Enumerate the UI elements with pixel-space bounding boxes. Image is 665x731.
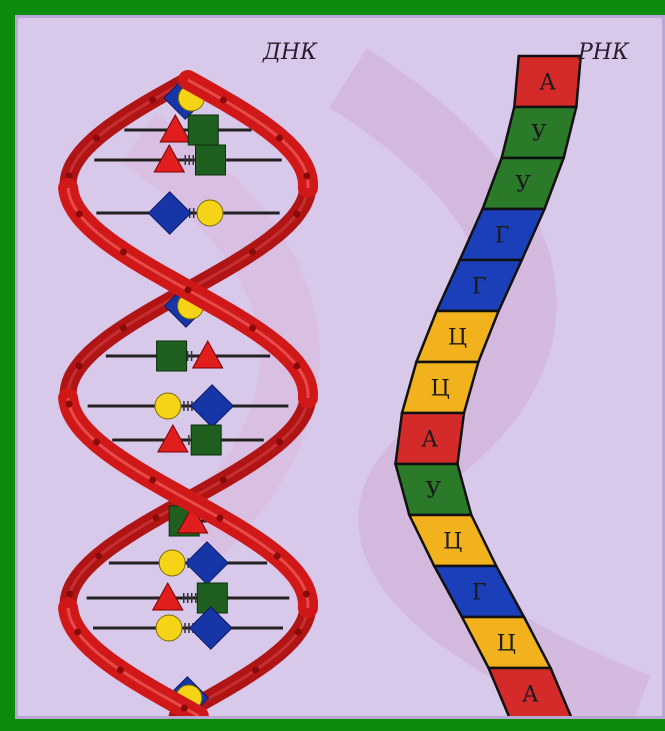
square-base-icon [157, 341, 187, 371]
strand-dot [66, 401, 73, 408]
strand-dot [274, 553, 281, 560]
strand-dot [76, 363, 83, 370]
rna-nucleotide-label: Ц [448, 326, 467, 351]
strand-dot [249, 249, 256, 256]
rna-nucleotide-label: У [531, 122, 547, 147]
rna-nucleotide: А [395, 413, 463, 464]
rna-nucleotide-label: Ц [497, 632, 516, 657]
rna-label: РНК [578, 40, 629, 65]
strand-dot [120, 249, 127, 256]
strand-dot [181, 705, 188, 712]
rna-nucleotide: А [514, 56, 580, 107]
strand-dot [66, 591, 73, 598]
square-base-icon [188, 115, 218, 145]
diamond-base-icon [191, 385, 233, 427]
rna-nucleotide-label: Г [495, 224, 510, 249]
strand-dot [293, 363, 300, 370]
rna-nucleotide-label: Г [472, 275, 487, 300]
dna-label: ДНК [263, 40, 317, 65]
strand-dot [295, 629, 302, 636]
circle-base-icon [155, 393, 181, 419]
square-base-icon [195, 145, 225, 175]
rna-nucleotide: У [395, 464, 471, 515]
dna-rna-diagram: А У У Г Г Ц Ц А У Ц Г Ц А [18, 18, 665, 719]
strand-dot [276, 439, 283, 446]
rna-nucleotide-label: А [522, 683, 539, 708]
rna-nucleotide-label: А [539, 71, 556, 96]
strand-dot [93, 135, 100, 142]
rna-nucleotide: У [502, 107, 577, 158]
strand-dot [149, 97, 156, 104]
circle-base-icon [197, 200, 223, 226]
strand-dot [76, 211, 83, 218]
strand-dot [117, 667, 124, 674]
strand-dot [185, 287, 192, 294]
rna-nucleotide-label: А [421, 428, 438, 453]
base-pair [87, 583, 290, 613]
strand-dot [149, 477, 156, 484]
diagram-panel: А У У Г Г Ц Ц А У Ц Г Ц А ДНК РНК [15, 15, 665, 719]
strand-dot [303, 591, 310, 598]
strand-dot [95, 553, 102, 560]
strand-dot [252, 667, 259, 674]
rna-nucleotide: Ц [402, 362, 478, 413]
rna-nucleotide-label: Ц [443, 530, 462, 555]
strand-dot [293, 211, 300, 218]
strand-dot [74, 629, 81, 636]
strand-dot [276, 135, 283, 142]
strand-dot [120, 325, 127, 332]
strand-dot [93, 439, 100, 446]
strand-dot [153, 515, 160, 522]
rna-nucleotide-label: Г [472, 581, 487, 606]
strand-dot [220, 97, 227, 104]
rna-nucleotide-label: У [515, 173, 531, 198]
base-pair [109, 542, 267, 584]
strand-dot [216, 515, 223, 522]
square-base-icon [191, 425, 221, 455]
rna-nucleotide-label: У [425, 479, 441, 504]
base-pair [93, 607, 283, 649]
rna-nucleotide-label: Ц [431, 377, 450, 402]
circle-base-icon [159, 550, 185, 576]
strand-dot [249, 325, 256, 332]
strand-dot [220, 477, 227, 484]
base-pair [106, 341, 270, 371]
circle-base-icon [156, 615, 182, 641]
strand-dot [303, 173, 310, 180]
